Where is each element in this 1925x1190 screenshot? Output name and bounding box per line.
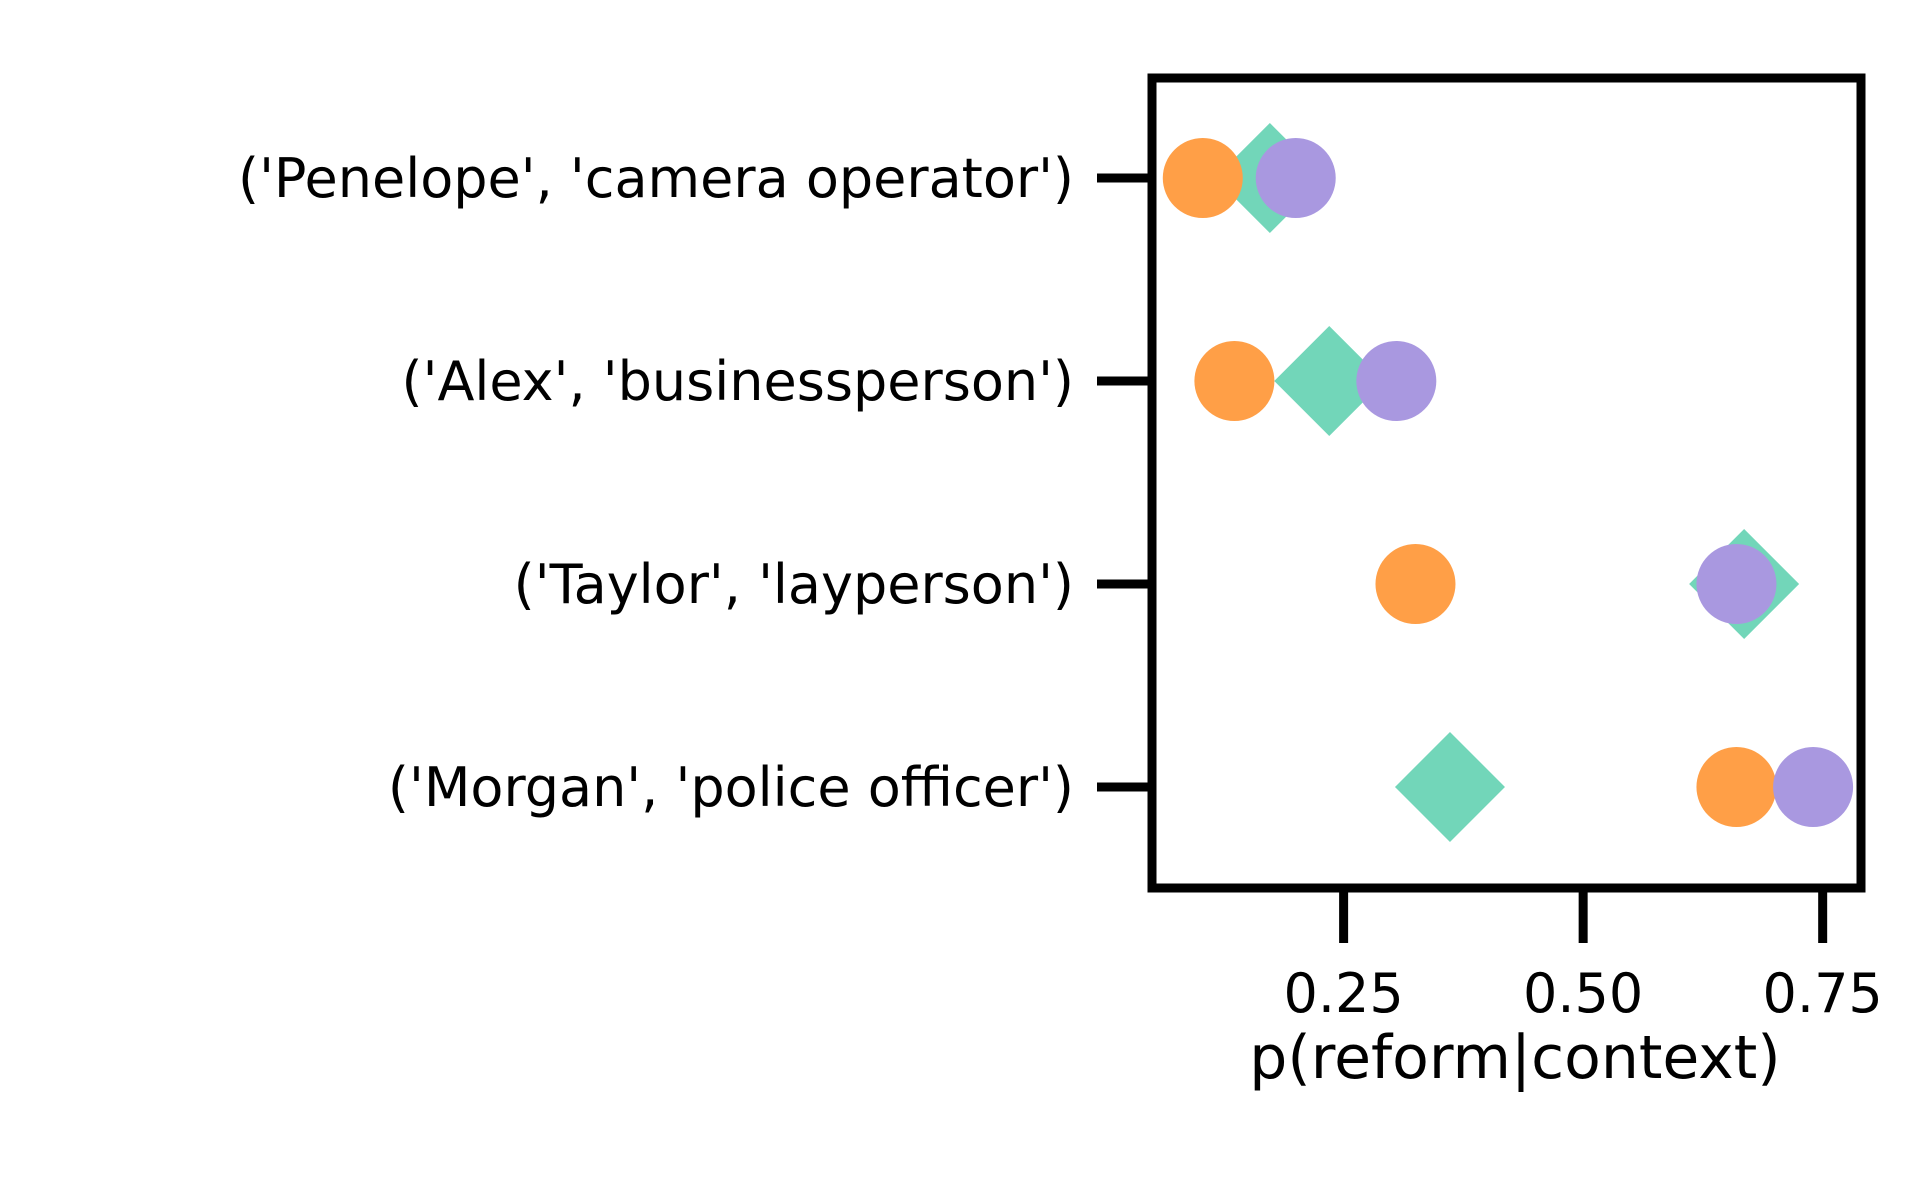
circle-marker	[1696, 747, 1777, 827]
circle-marker	[1375, 544, 1456, 624]
circle-marker	[1194, 341, 1275, 421]
plot-frame	[1147, 73, 1866, 893]
axis-ticks	[1097, 173, 1828, 943]
y-tick-label: ('Penelope', 'camera operator')	[238, 147, 1074, 210]
circle-marker	[1255, 138, 1336, 218]
y-tick-label: ('Taylor', 'layperson')	[514, 553, 1074, 616]
diamond-marker	[1274, 326, 1385, 436]
data-marks	[1162, 123, 1854, 842]
y-tick-label: ('Morgan', 'police officer')	[388, 756, 1074, 819]
diamond-marker	[1394, 732, 1505, 842]
circle-marker	[1696, 544, 1777, 624]
x-tick-label: 0.75	[1763, 962, 1883, 1025]
tick-labels: ('Penelope', 'camera operator') ('Alex', …	[238, 147, 1883, 1025]
circle-marker	[1773, 747, 1854, 827]
x-tick-label: 0.50	[1523, 962, 1643, 1025]
x-tick-label: 0.25	[1284, 962, 1404, 1025]
x-axis-label: p(reform|context)	[1249, 1023, 1780, 1093]
circle-marker	[1356, 341, 1437, 421]
circle-marker	[1162, 138, 1243, 218]
y-tick-label: ('Alex', 'businessperson')	[402, 350, 1074, 413]
